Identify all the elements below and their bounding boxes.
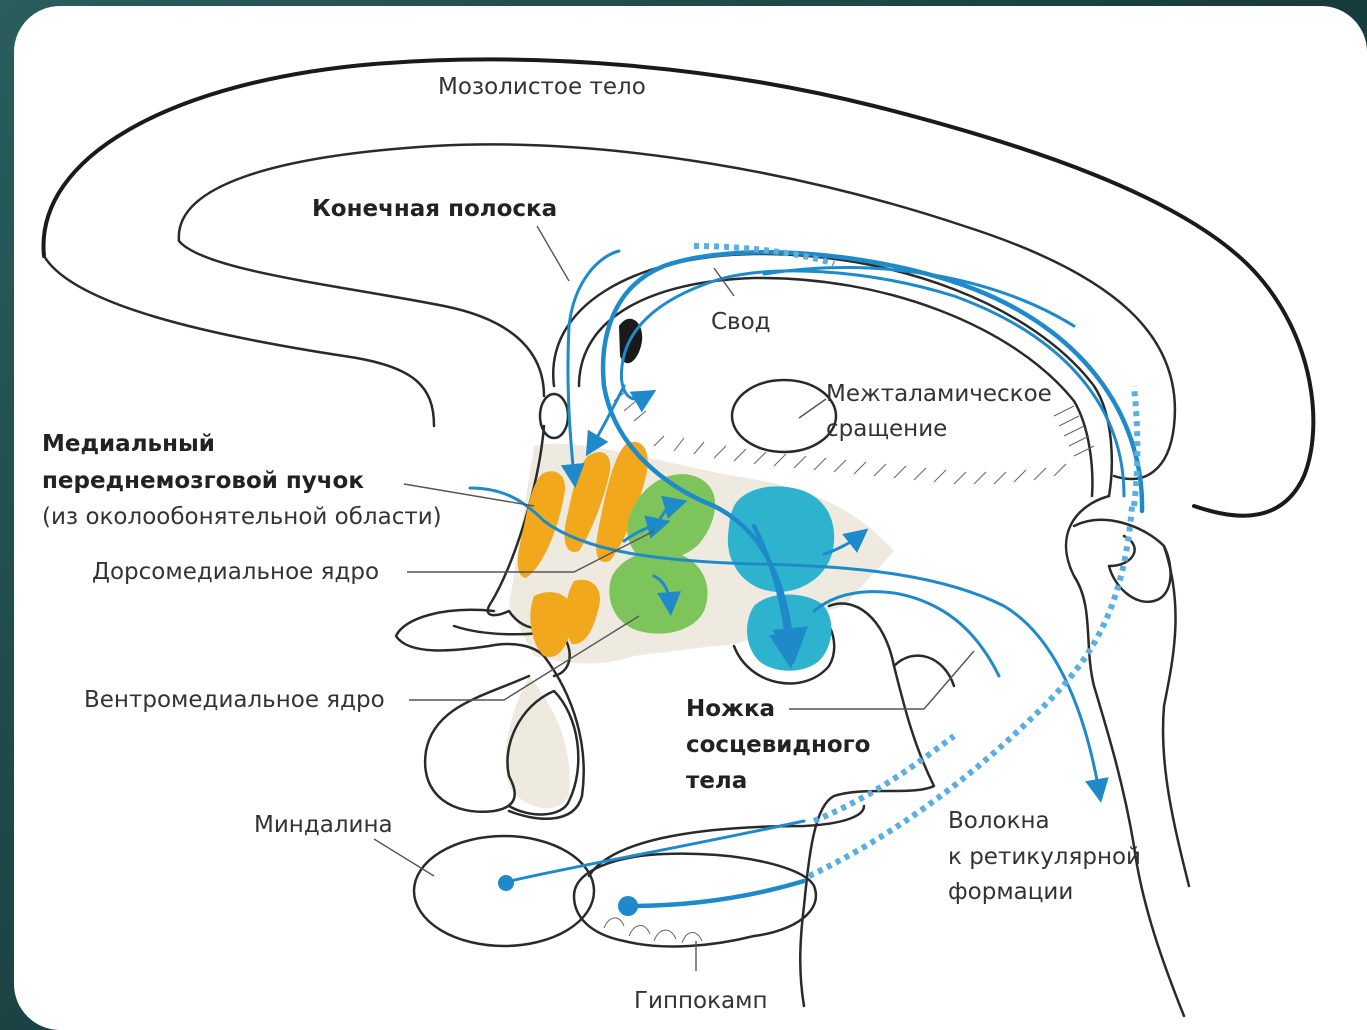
nucleus-teal-posterior — [728, 486, 834, 592]
label-mfb-3: (из околообонятельной области) — [42, 504, 442, 530]
posterior-dotted — [1134, 386, 1137, 506]
corpus-callosum-inner — [44, 256, 434, 426]
leader-fornix — [714, 268, 734, 296]
label-reticular-3: формации — [948, 879, 1073, 905]
brain-diagram: Мозолистое тело Конечная полоска Свод Ме… — [14, 6, 1367, 1030]
label-reticular-2: к ретикулярной — [948, 844, 1141, 870]
colliculi — [1074, 520, 1171, 602]
label-interthalamic-2: сращение — [826, 416, 947, 442]
label-mfb-2: переднемозговой пучок — [42, 468, 364, 494]
brainstem-front — [800, 604, 934, 1007]
amygdala-tract-dot — [498, 875, 514, 891]
label-corpus-callosum: Мозолистое тело — [438, 74, 646, 100]
label-stria-terminalis: Конечная полоска — [312, 196, 557, 222]
label-interthalamic-1: Межталамическое — [826, 381, 1052, 407]
amygdala-tract — [506, 821, 804, 882]
hippocampus-arc — [589, 806, 864, 876]
leader-stria — [537, 226, 569, 281]
diagram-card: Мозолистое тело Конечная полоска Свод Ме… — [14, 6, 1367, 1030]
corpus-callosum-bottom — [179, 241, 544, 396]
infundibulum-region — [506, 676, 570, 808]
interthalamic-adhesion — [732, 380, 836, 452]
label-reticular-1: Волокна — [948, 808, 1050, 834]
cerebellum-line — [1163, 546, 1189, 886]
label-hippocampus: Гиппокамп — [634, 988, 768, 1014]
label-mammillary-3: тела — [686, 768, 747, 794]
pons-bulge — [894, 656, 954, 686]
label-amygdala: Миндалина — [254, 812, 393, 838]
label-ventromedial: Вентромедиальное ядро — [84, 687, 385, 713]
label-dorsomedial: Дорсомедиальное ядро — [92, 559, 379, 585]
label-mammillary-1: Ножка — [686, 696, 775, 722]
label-mfb-1: Медиальный — [42, 431, 215, 457]
leader-interthalamic — [799, 399, 826, 418]
label-fornix: Свод — [711, 309, 771, 335]
brainstem-back — [1066, 496, 1184, 1016]
hippocampus-tract — [629, 881, 804, 906]
amygdala — [414, 836, 594, 946]
label-mammillary-2: сосцевидного — [686, 732, 870, 758]
nucleus-green-ventromedial — [609, 551, 707, 634]
hippocampus-tract-dot — [618, 896, 638, 916]
leader-amygdala — [374, 839, 434, 876]
